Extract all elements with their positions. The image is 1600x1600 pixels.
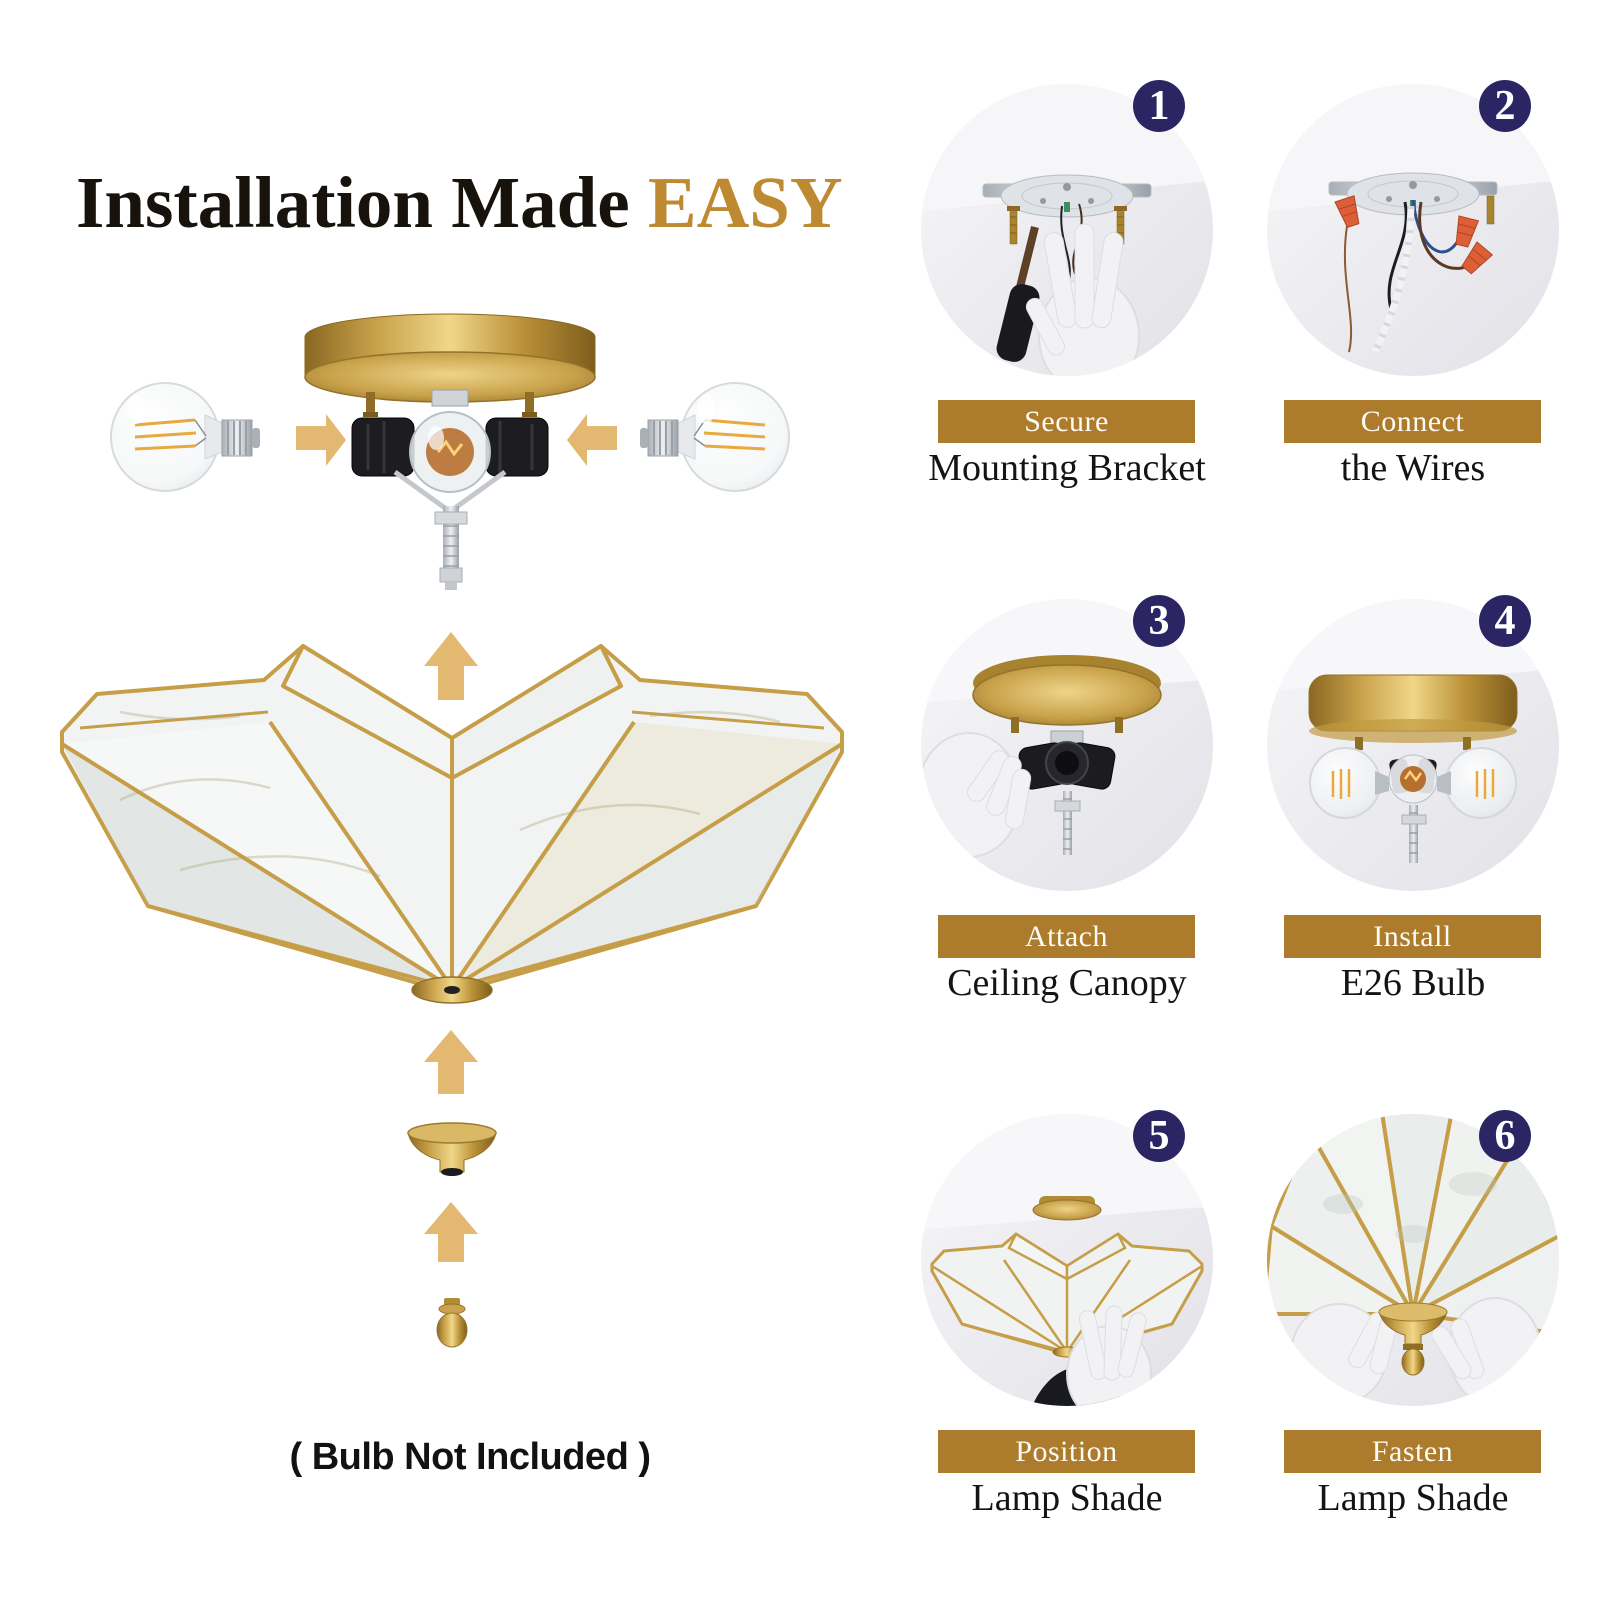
step-target-label: E26 Bulb — [1340, 962, 1486, 1004]
shade-holder-icon — [407, 1122, 497, 1176]
step-action-bar: Install — [1284, 915, 1541, 958]
step-action-label: Fasten — [1371, 1434, 1454, 1468]
canopy-socket-assembly-icon — [304, 313, 596, 590]
step-target-label: Mounting Bracket — [928, 447, 1206, 489]
step-action-bar: Position — [938, 1430, 1195, 1473]
arrow-right-icon — [296, 414, 346, 466]
step-5: 5 Position Lamp Shade — [917, 1110, 1217, 1574]
step-number: 6 — [1494, 1113, 1516, 1159]
arrow-up-icon — [424, 1030, 478, 1094]
step-6-photo — [1263, 1114, 1563, 1406]
position-shade-scene — [921, 1114, 1213, 1406]
step-number-badge: 3 — [1133, 595, 1185, 647]
bulb-icon — [1437, 747, 1517, 819]
step-target-label: the Wires — [1340, 447, 1486, 489]
step-number-badge: 2 — [1479, 80, 1531, 132]
shade-holder-icon — [1378, 1302, 1448, 1376]
step-action-bar: Fasten — [1284, 1430, 1541, 1473]
step-number: 1 — [1148, 83, 1170, 129]
page-title-highlight: EASY — [647, 161, 843, 243]
arrow-up-icon — [424, 1202, 478, 1262]
step-target-label: Ceiling Canopy — [947, 962, 1187, 1004]
socket-cluster-icon — [1388, 754, 1438, 863]
step-1: 1 Secure Mounting Bracket — [917, 80, 1217, 544]
step-action-label: Position — [1015, 1434, 1118, 1468]
page-title-prefix: Installation Made — [76, 161, 648, 243]
glove-hand-icon — [1025, 223, 1140, 376]
step-number-badge: 5 — [1133, 1110, 1185, 1162]
step-5-photo — [917, 1114, 1217, 1406]
finial-icon — [436, 1298, 468, 1348]
step-action-bar: Connect — [1284, 400, 1541, 443]
shade-underside-icon — [1267, 1114, 1559, 1336]
step-3: 3 Attach Ceiling Canopy — [917, 595, 1217, 1059]
step-6: 6 Fasten Lamp Shade — [1263, 1110, 1563, 1574]
step-2: 2 Connect the Wires — [1263, 80, 1563, 544]
step-target-label: Lamp Shade — [1317, 1477, 1509, 1519]
step-2-photo — [1263, 84, 1563, 376]
step-number-badge: 4 — [1479, 595, 1531, 647]
ceiling-canopy-icon — [1308, 674, 1518, 750]
connect-wires-scene — [1267, 84, 1559, 376]
socket-cluster-icon — [1018, 730, 1116, 855]
ceiling-canopy-icon — [972, 655, 1162, 733]
step-action-bar: Attach — [938, 915, 1195, 958]
exploded-diagram — [60, 313, 844, 1348]
step-target-label: Lamp Shade — [971, 1477, 1163, 1519]
mounting-bracket-icon — [1328, 172, 1498, 225]
step-number: 3 — [1148, 598, 1170, 644]
arrow-up-icon — [424, 632, 478, 700]
step-action-bar: Secure — [938, 400, 1195, 443]
step-action-label: Attach — [1025, 919, 1108, 953]
page-title: Installation Made EASY — [76, 161, 843, 245]
ceiling-canopy-icon — [1032, 1196, 1102, 1221]
arrow-left-icon — [567, 414, 617, 466]
bulb-not-included-note: ( Bulb Not Included ) — [289, 1436, 651, 1478]
step-number-badge: 6 — [1479, 1110, 1531, 1162]
finial-icon — [1401, 1348, 1425, 1376]
mounting-bracket-icon — [982, 174, 1152, 245]
step-action-label: Install — [1373, 919, 1452, 953]
step-number: 4 — [1494, 598, 1516, 644]
step-3-photo — [917, 599, 1217, 891]
step-number: 2 — [1494, 83, 1516, 129]
bulb-left-icon — [110, 382, 260, 492]
wire-nuts-icon — [1334, 195, 1494, 275]
star-lamp-shade-icon — [60, 644, 844, 1004]
bulb-right-icon — [640, 382, 790, 492]
step-4: 4 Install E26 Bulb — [1263, 595, 1563, 1059]
step-action-label: Connect — [1360, 404, 1465, 438]
step-number: 5 — [1148, 1113, 1170, 1159]
step-number-badge: 1 — [1133, 80, 1185, 132]
step-action-label: Secure — [1024, 404, 1109, 438]
bulb-icon — [1309, 747, 1389, 819]
